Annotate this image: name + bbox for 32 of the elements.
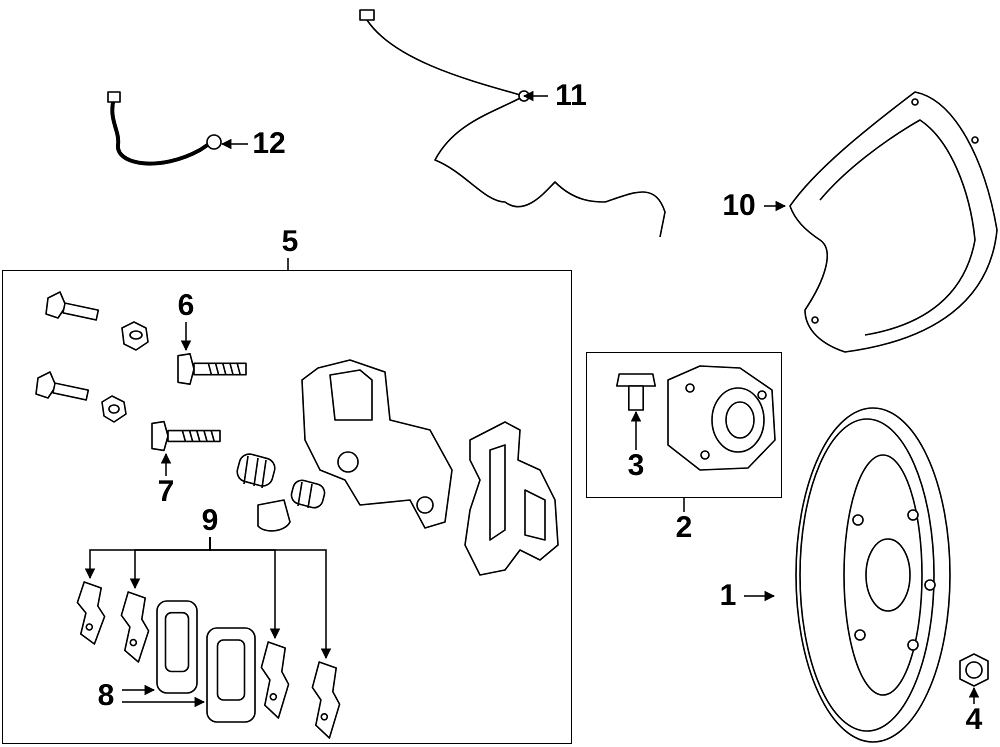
leader-line <box>209 537 332 660</box>
leader-line <box>522 90 548 102</box>
leader-line <box>764 200 786 212</box>
callout-number: 2 <box>674 512 694 544</box>
leader-line <box>968 686 980 704</box>
clip-drawing <box>118 588 152 666</box>
callout-number: 5 <box>280 226 300 258</box>
clip-drawing <box>309 658 343 742</box>
bolt-drawing <box>150 418 222 454</box>
callout-number: 11 <box>548 80 594 112</box>
leader-line <box>180 322 192 352</box>
clip-drawing <box>258 638 292 722</box>
leader-line <box>122 696 206 708</box>
callout-number: 7 <box>150 476 182 508</box>
bolt-drawing <box>176 350 248 388</box>
callout-number: 9 <box>194 505 226 537</box>
callout-number: 6 <box>170 290 202 322</box>
callout-number: 4 <box>958 704 990 736</box>
leader-line <box>744 590 776 602</box>
brake-pad-drawing <box>154 598 200 696</box>
callout-number: 10 <box>716 190 762 222</box>
nut-drawing <box>956 652 992 688</box>
leader-line <box>160 452 172 476</box>
callout-number: 3 <box>620 450 652 482</box>
brake-pad-drawing <box>204 625 258 725</box>
leader-line <box>630 410 642 450</box>
leader-line <box>220 138 248 150</box>
callout-number: 1 <box>712 580 744 612</box>
callout-number: 8 <box>90 680 122 712</box>
callout-number: 12 <box>248 128 290 160</box>
leader-line <box>122 684 156 696</box>
clip-drawing <box>74 578 108 648</box>
